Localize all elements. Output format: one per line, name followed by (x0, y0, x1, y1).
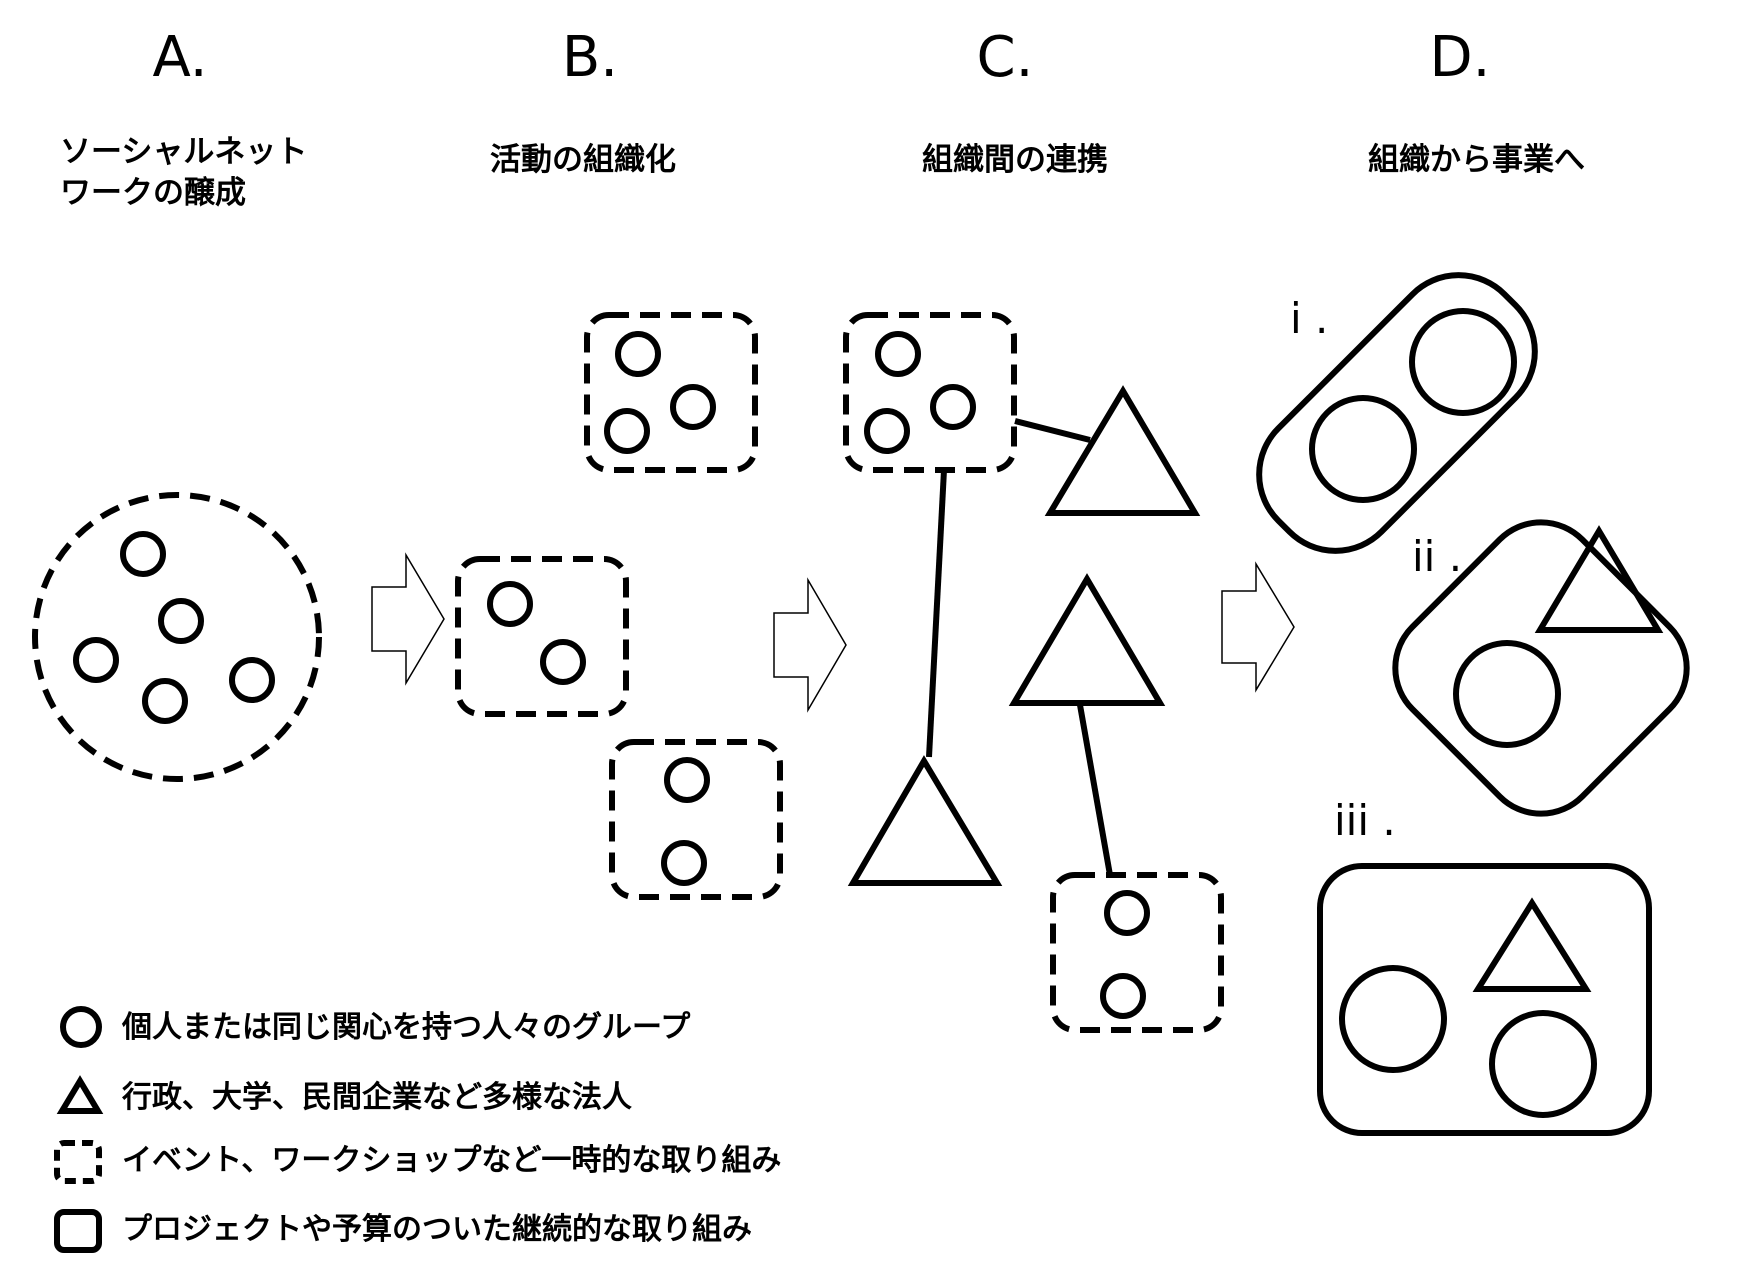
circle-icon (60, 1006, 102, 1048)
connection-line (1014, 418, 1091, 443)
stage-c-events (843, 312, 1224, 1033)
stage-b-letter: B. (561, 25, 619, 90)
person-circle (540, 639, 586, 685)
variant-ii-label: ii . (1412, 532, 1463, 581)
stage-c-letter: C. (976, 25, 1034, 90)
person-circle (875, 331, 921, 377)
stage-d-letter: D. (1429, 25, 1491, 90)
person-circle (158, 598, 204, 644)
project-i (1256, 272, 1538, 554)
stage-d-title: 組織から事業へ (1368, 142, 1585, 178)
event-box (455, 556, 629, 717)
event-box (584, 312, 758, 473)
person-circle (1104, 890, 1150, 936)
stage-a-network (32, 492, 322, 782)
variant-i-label: i . (1290, 294, 1329, 343)
person-circle (864, 408, 910, 454)
person-circle (930, 384, 976, 430)
person-circle (229, 657, 275, 703)
network-boundary (32, 492, 322, 782)
legend-triangle-text: 行政、大学、民間企業など多様な法人 (122, 1080, 632, 1115)
person-circle (120, 531, 166, 577)
event-box (843, 312, 1017, 473)
legend-solid-text: プロジェクトや予算のついた継続的な取り組み (122, 1212, 752, 1247)
project-ii (1392, 519, 1690, 817)
stage-a-title: ソーシャルネット ワークの醸成 (60, 134, 308, 211)
person-circle (615, 331, 661, 377)
corporation-triangle (847, 755, 1003, 886)
person-circle (1100, 973, 1146, 1019)
project-iii (1317, 863, 1652, 1136)
project-box (1256, 272, 1538, 554)
person-circle (1409, 308, 1517, 416)
stage-b-title: 活動の組織化 (490, 142, 676, 178)
person-circle (670, 384, 716, 430)
legend-dashed-text: イベント、ワークショップなど一時的な取り組み (122, 1143, 782, 1178)
event-box (609, 739, 783, 900)
corporation-triangle (1008, 573, 1166, 706)
variant-iii-label: iii . (1334, 796, 1396, 845)
project-box (1317, 863, 1652, 1136)
person-circle (142, 678, 188, 724)
person-circle (73, 637, 119, 683)
stage-c-title: 組織間の連携 (922, 142, 1108, 178)
corporation-triangle (1472, 897, 1592, 992)
person-circle (664, 757, 710, 803)
corporation-triangle (1044, 385, 1201, 516)
stage-b-people (487, 331, 716, 886)
connection-line (1077, 704, 1113, 876)
corporation-triangle (1534, 525, 1664, 633)
person-circle (487, 581, 533, 627)
stage-c-links (926, 418, 1113, 876)
triangle-icon (56, 1075, 104, 1114)
person-circle (604, 408, 650, 454)
project-box (1392, 519, 1690, 817)
stage-c-members (847, 331, 1201, 1019)
person-circle (661, 840, 707, 886)
person-circle (1339, 965, 1447, 1073)
arrow-a-to-b (371, 552, 445, 686)
connection-line (926, 469, 947, 758)
person-circle (1489, 1010, 1597, 1118)
legend-circle-text: 個人または同じ関心を持つ人々のグループ (122, 1010, 691, 1045)
stage-b-organizations (455, 312, 783, 900)
person-circle (1309, 395, 1417, 503)
arrow-c-to-d (1221, 561, 1295, 693)
event-box (1050, 872, 1224, 1033)
dashed-square-icon (54, 1140, 102, 1184)
arrow-b-to-c (773, 577, 847, 713)
stage-a-letter: A. (152, 25, 208, 90)
solid-square-icon (54, 1209, 102, 1253)
person-circle (1453, 640, 1561, 748)
